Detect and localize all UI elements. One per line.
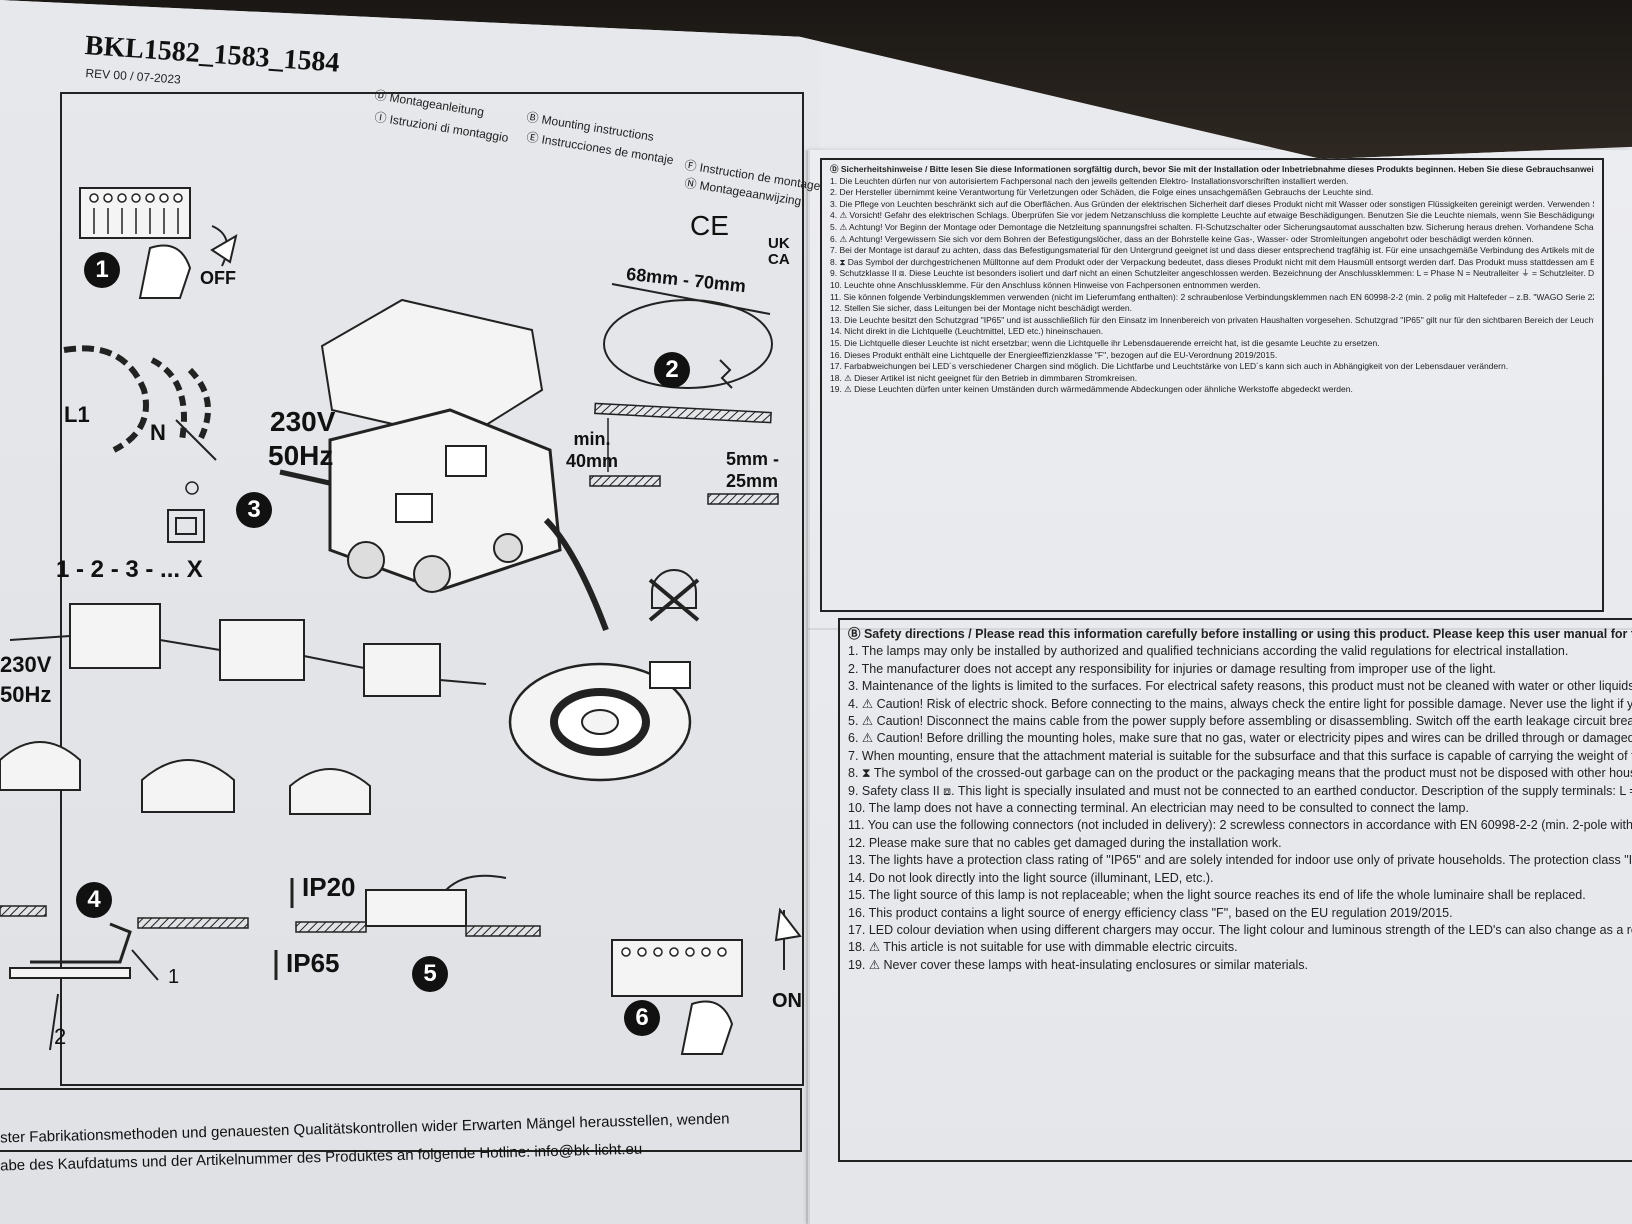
off-label: OFF [200,268,236,288]
wire-l-label: L1 [64,402,90,427]
ip65-label: IP65 [286,948,340,978]
german-item: 1. Die Leuchten dürfen nur von autorisie… [830,175,1349,186]
downlight-illustration [508,661,692,782]
german-item: 9. Schutzklasse II ⧈. Diese Leuchte ist … [830,268,1594,279]
english-item: 3. Maintenance of the lights is limited … [848,679,1632,694]
cutout-illustration [589,283,779,505]
english-item: 15. The light source of this lamp is not… [848,888,1586,903]
german-item: 15. Die Lichtquelle dieser Leuchte ist n… [830,337,1380,348]
german-item: 13. Die Leuchte besitzt den Schutzgrad "… [830,314,1594,325]
junction-box-illustration [320,298,609,632]
english-item: 14. Do not look directly into the light … [848,870,1214,885]
min-depth: min. 40mm [566,429,619,471]
voltage-label: 230V [270,406,336,437]
step-6-badge: 6 [624,1000,660,1036]
english-item: 1. The lamps may only be installed by au… [848,644,1569,659]
english-item: 4. ⚠ Caution! Risk of electric shock. Be… [848,696,1632,711]
footer-frame [0,1088,802,1152]
english-item: 17. LED colour deviation when using diff… [848,922,1632,937]
diagram-frame [60,92,804,1086]
german-section: Ⓓ Sicherheitshinweise / Bitte lesen Sie … [830,164,1594,604]
german-item: 3. Die Pflege von Leuchten beschränkt si… [830,198,1594,209]
english-item: 19. ⚠ Never cover these lamps with heat-… [848,957,1309,972]
english-item: 9. Safety class II ⧈. This light is spec… [848,783,1632,798]
german-frame [820,158,1604,612]
text-panel [808,150,1632,1224]
no-dimmer-icon [648,569,700,622]
frequency-label-chain: 50Hz [0,682,52,707]
fold-line [806,150,810,1224]
installation-diagram [0,187,802,1055]
terminal-block-illustration [79,187,192,299]
english-item: 10. The lamp does not have a connecting … [848,801,1469,816]
german-item: 6. ⚠ Achtung! Vergewissern Sie sich vor … [830,233,1534,244]
ip20-label: IP20 [302,872,356,902]
german-item: 7. Bei der Montage ist darauf zu achten,… [830,245,1594,256]
english-item: 8. ⧗ The symbol of the crossed-out garba… [848,766,1632,781]
thickness-range: 5mm - 25mm [726,449,780,491]
german-header: Ⓓ Sicherheitshinweise / Bitte lesen Sie … [830,164,1594,174]
german-item: 2. Der Hersteller übernimmt keine Verant… [830,187,1374,198]
german-item: 11. Sie können folgende Verbindungsklemm… [830,291,1594,302]
step-4-badge: 4 [76,882,112,918]
english-item: 7. When mounting, ensure that the attach… [848,748,1632,763]
mounting-illustration [0,874,541,1051]
german-item: 16. Dieses Produkt enthält eine Lichtque… [830,349,1278,360]
english-item: 18. ⚠ This article is not suitable for u… [848,940,1238,955]
chain-illustration [0,603,487,815]
english-frame [838,618,1632,1162]
voltage-label-chain: 230V [0,652,52,677]
ce-mark: CE [690,210,729,241]
german-item: 19. ⚠ Diese Leuchten dürfen unter keinen… [830,384,1353,395]
english-section: Ⓑ Safety directions / Please read this i… [848,626,1632,1150]
step-5-badge: 5 [412,956,448,992]
german-item: 10. Leuchte ohne Anschlussklemme. Für de… [830,279,1261,290]
german-item: 4. ⚠ Vorsicht! Gefahr des elektrischen S… [830,210,1594,221]
wire-n-label: N [150,420,166,445]
english-item: 13. The lights have a protection class r… [848,853,1632,868]
english-item: 16. This product contains a light source… [848,905,1453,920]
frequency-label: 50Hz [268,440,334,471]
fold-line [808,628,1632,630]
arrow-2-label: 2 [54,1024,67,1049]
english-item: 11. You can use the following connectors… [848,818,1632,833]
german-item: 5. ⚠ Achtung! Vor Beginn der Montage ode… [830,221,1594,232]
english-item: 5. ⚠ Caution! Disconnect the mains cable… [848,714,1632,729]
german-item: 8. ⧗ Das Symbol der durchgestrichenen Mü… [830,256,1594,267]
step-1-badge: 1 [84,252,120,288]
english-item: 2. The manufacturer does not accept any … [848,661,1497,676]
english-header: Ⓑ Safety directions / Please read this i… [848,627,1632,641]
english-item: 6. ⚠ Caution! Before drilling the mounti… [848,731,1632,746]
english-item: 12. Please make sure that no cables get … [848,835,1282,850]
step-2-badge: 2 [654,352,690,388]
german-item: 14. Nicht direkt in die Lichtquelle (Leu… [830,326,1104,337]
step-3-badge: 3 [236,492,272,528]
german-item: 12. Stellen Sie sicher, dass Leitungen b… [830,303,1132,314]
chain-count: 1 - 2 - 3 - ... X [56,556,203,583]
german-item: 18. ⚠ Dieser Artikel ist nicht geeignet … [830,372,1138,383]
terminal-on-illustration [611,939,743,1055]
german-item: 17. Farbabweichungen bei LED´s verschied… [830,361,1509,372]
arrow-1-label: 1 [168,966,180,988]
ukca-mark-bottom: CA [768,251,790,268]
ukca-mark-top: UK [768,235,790,252]
on-label: ON [772,990,802,1012]
